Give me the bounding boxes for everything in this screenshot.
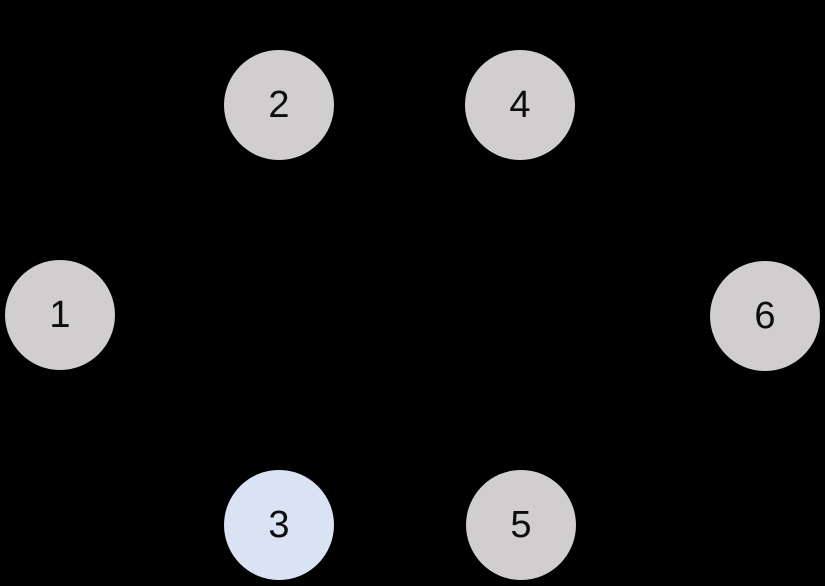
node-circle [466,470,576,580]
node-label: 1 [49,294,70,336]
graph-node-1: 1 [5,260,115,370]
node-circle-highlighted [224,470,334,580]
graph-node-5: 5 [466,470,576,580]
graph-node-3: 3 [224,470,334,580]
node-circle [710,261,820,371]
node-circle [5,260,115,370]
node-circle [224,50,334,160]
node-label: 4 [509,84,530,126]
node-label: 6 [754,295,775,337]
node-label: 5 [510,504,531,546]
graph-node-6: 6 [710,261,820,371]
node-label: 2 [268,84,289,126]
node-label: 3 [268,504,289,546]
node-circle [465,50,575,160]
graph-node-4: 4 [465,50,575,160]
graph-node-2: 2 [224,50,334,160]
